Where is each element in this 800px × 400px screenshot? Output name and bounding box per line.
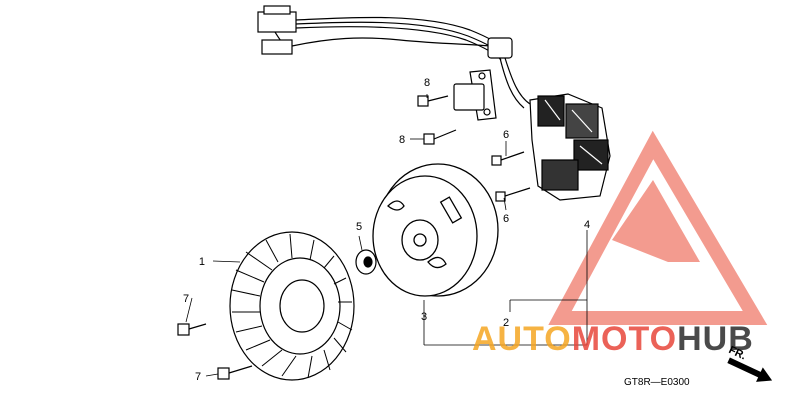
bolt-8-upper [417,95,449,107]
callout-6-lower: 6 [503,213,509,225]
brand-part-auto: AUTO [472,320,572,358]
wire-harness [257,5,531,109]
callout-6-upper: 6 [503,129,509,141]
watermark-logo-icon [548,130,768,325]
callout-4: 4 [584,219,590,231]
brand-part-hub: HUB [677,320,754,358]
callout-1: 1 [199,256,205,268]
svg-text:AUTOMOTOHUB: AUTOMOTOHUB [472,320,754,358]
flywheel-nut [355,249,377,275]
callout-7-upper: 7 [183,293,189,305]
bolt-6-upper [491,151,525,166]
callout-8-upper: 8 [424,77,430,89]
callout-5: 5 [356,221,362,233]
cooling-fan [229,231,355,381]
brand-part-moto: MOTO [572,320,677,358]
watermark-brand-text: AUTOMOTOHUB [472,320,754,358]
stator-coil [529,93,611,201]
callout-3: 3 [421,311,427,323]
callout-8-lower: 8 [399,134,405,146]
flywheel-rotor [372,163,499,297]
leader-lines [185,94,588,377]
callout-7-lower: 7 [195,371,201,383]
bolt-7-upper [177,323,207,336]
bolt-7-lower [217,365,253,380]
bolt-8-lower [423,129,457,145]
pulser-generator [453,69,497,121]
bolt-6-lower [495,187,531,202]
callout-2: 2 [503,317,509,329]
diagram-code: GT8R—E0300 [624,377,690,388]
